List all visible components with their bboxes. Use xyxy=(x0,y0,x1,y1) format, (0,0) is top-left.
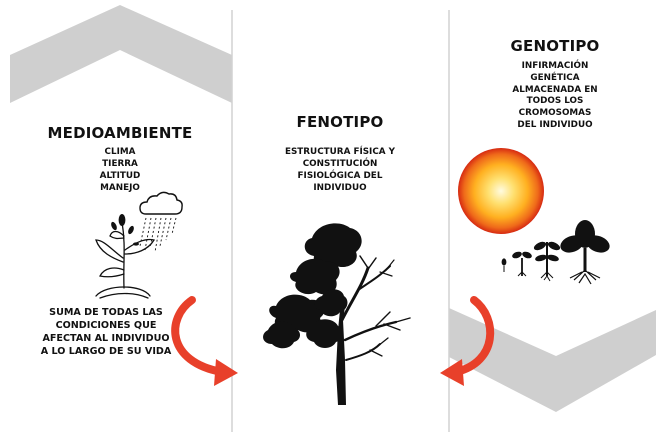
genotipo-desc-line-4: TODOS LOS xyxy=(526,96,584,107)
genotipo-description: INFIRMACIÓN GENÉTICA ALMACENADA EN TODOS… xyxy=(470,61,640,132)
fenotipo-title: FENOTIPO xyxy=(296,113,384,131)
factor-manejo: MANEJO xyxy=(100,183,140,193)
genotipo-desc-line-3: ALMACENADA EN xyxy=(512,84,598,95)
medioambiente-title: MEDIOAMBIENTE xyxy=(47,124,193,142)
genotipo-desc-line-1: INFIRMACIÓN xyxy=(521,61,589,71)
environment-factor-list: CLIMA TIERRA ALTITUD MANEJO xyxy=(60,146,180,194)
factor-tierra: TIERRA xyxy=(102,159,138,169)
fenotipo-desc-line-1: ESTRUCTURA FÍSICA Y xyxy=(284,147,396,157)
arrow-to-fenotipo-right xyxy=(440,296,495,386)
arrow-to-fenotipo-left xyxy=(171,296,238,386)
note-line-2: CONDICIONES QUE xyxy=(55,320,157,331)
fenotipo-desc-line-2: CONSTITUCIÓN xyxy=(302,159,378,169)
genotipo-desc-line-5: CROMOSOMAS xyxy=(518,108,592,119)
factor-clima: CLIMA xyxy=(104,147,136,157)
genotipo-desc-line-2: GENÉTICA xyxy=(530,72,580,83)
medioambiente-note: SUMA DE TODAS LAS CONDICIONES QUE AFECTA… xyxy=(6,306,206,358)
note-line-1: SUMA DE TODAS LAS xyxy=(49,307,163,318)
genotipo-title: GENOTIPO xyxy=(510,37,600,55)
note-line-4: A LO LARGO DE SU VIDA xyxy=(40,346,172,357)
fenotipo-description: ESTRUCTURA FÍSICA Y CONSTITUCIÓN FISIOLÓ… xyxy=(250,146,430,194)
fenotipo-desc-line-3: FISIOLÓGICA DEL xyxy=(297,171,383,181)
note-line-3: AFECTAN AL INDIVIDUO xyxy=(42,333,170,344)
genotipo-desc-line-6: DEL INDIVIDUO xyxy=(517,119,593,130)
chevron-left-band xyxy=(10,5,232,103)
factor-altitud: ALTITUD xyxy=(99,171,141,181)
fenotipo-desc-line-4: INDIVIDUO xyxy=(313,183,367,193)
chevron-right-band xyxy=(449,308,656,412)
